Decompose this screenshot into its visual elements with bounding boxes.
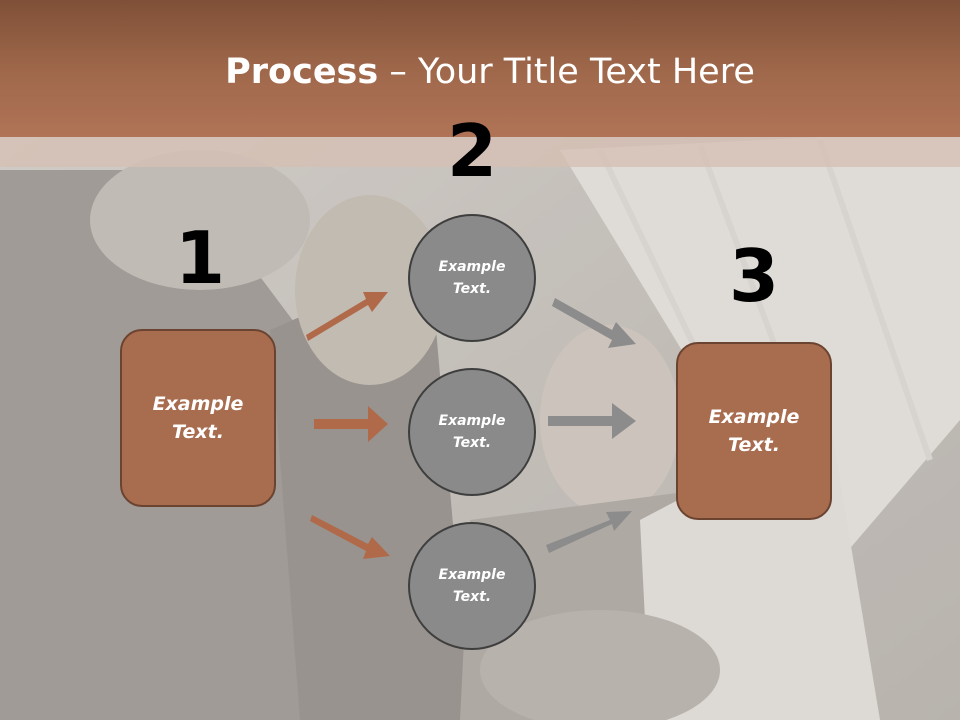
arrow-bottom-to-right bbox=[546, 511, 632, 553]
arrow-top-to-right bbox=[552, 298, 636, 348]
process-circle-middle: Example Text. bbox=[408, 368, 536, 496]
process-box-right-label: Example Text. bbox=[708, 405, 800, 457]
process-circle-top: Example Text. bbox=[408, 214, 536, 342]
process-box-left: Example Text. bbox=[120, 329, 276, 507]
step-number-1: 1 bbox=[174, 216, 226, 300]
arrow-middle-to-right bbox=[548, 403, 636, 439]
arrow-left-to-middle bbox=[314, 406, 388, 442]
slide-title: Process – Your Title Text Here bbox=[0, 52, 960, 92]
process-circle-bottom-label: Example Text. bbox=[438, 566, 506, 605]
header-bar bbox=[0, 0, 960, 137]
process-circle-bottom: Example Text. bbox=[408, 522, 536, 650]
title-rest: – Your Title Text Here bbox=[378, 52, 755, 92]
step-number-3: 3 bbox=[728, 234, 780, 318]
arrow-left-to-top bbox=[306, 292, 388, 341]
process-box-right: Example Text. bbox=[676, 342, 832, 520]
process-circle-middle-label: Example Text. bbox=[438, 412, 506, 451]
arrow-left-to-bottom bbox=[310, 515, 390, 559]
step-number-2: 2 bbox=[446, 109, 498, 193]
process-box-left-label: Example Text. bbox=[152, 392, 244, 444]
header-band bbox=[0, 137, 960, 167]
title-bold: Process bbox=[225, 52, 379, 92]
process-circle-top-label: Example Text. bbox=[438, 258, 506, 297]
